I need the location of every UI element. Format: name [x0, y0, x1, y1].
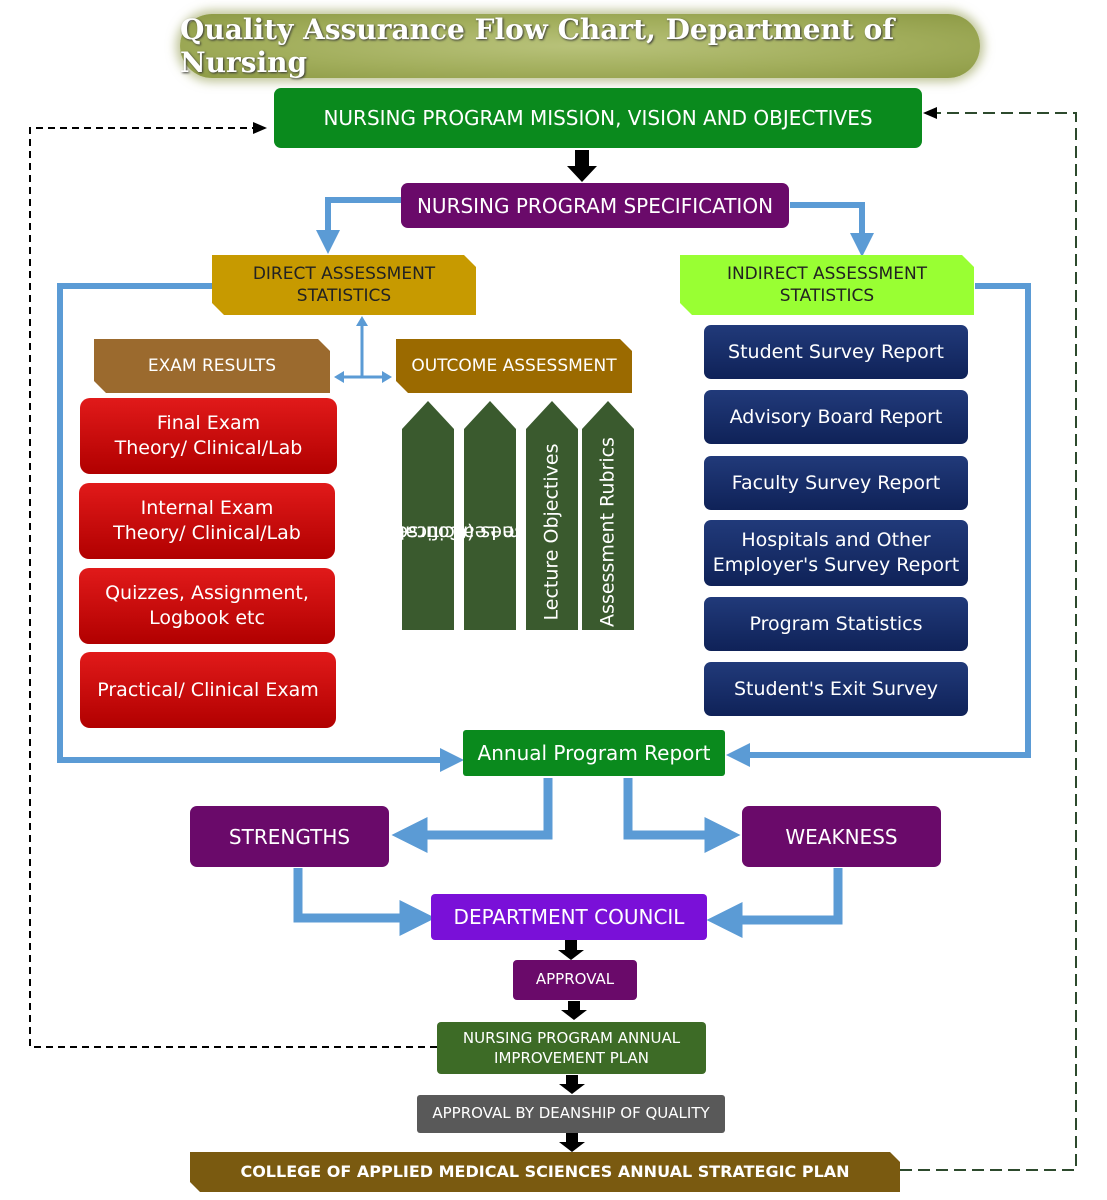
black-down-arrows [558, 150, 597, 1152]
specification-label: NURSING PROGRAM SPECIFICATION [416, 193, 774, 218]
arrow-spec-to-direct [316, 197, 401, 254]
specification-box: NURSING PROGRAM SPECIFICATION [401, 183, 789, 228]
exam-item-line2: Theory/ Clinical/Lab [114, 437, 303, 459]
dashed-loop-left [29, 122, 437, 1048]
deanship-approval-box: APPROVAL BY DEANSHIP OF QUALITY [417, 1095, 725, 1133]
outcome-col-rubrics: Assessment Rubrics [582, 401, 634, 630]
indirect-item-faculty-survey: Faculty Survey Report [704, 456, 968, 510]
indirect-item-line2: Employer's Survey Report [712, 554, 960, 576]
arrow-strengths-to-council [293, 868, 436, 936]
exam-results-box: EXAM RESULTS [94, 339, 330, 393]
improvement-plan-box: NURSING PROGRAM ANNUAL IMPROVEMENT PLAN [437, 1022, 706, 1074]
approval-label: APPROVAL [535, 970, 615, 989]
exam-item-line1: Practical/ Clinical Exam [97, 678, 319, 701]
indirect-item-advisory-board: Advisory Board Report [704, 390, 968, 444]
exam-item-line1: Final Exam [156, 412, 261, 435]
arrow-annual-to-weakness [623, 778, 741, 853]
exam-item-line1: Internal Exam [140, 497, 274, 520]
outcome-col-lecture: Lecture Objectives [526, 401, 578, 630]
outcome-assessment-box: OUTCOME ASSESSMENT [396, 339, 632, 393]
arrow-indirect-to-annual [726, 283, 1031, 767]
indirect-item-label: Faculty Survey Report [731, 471, 941, 494]
exam-item-line2: Logbook etc [149, 607, 265, 629]
indirect-item-line1: Hospitals and Other [741, 529, 931, 552]
exam-item-line1: Quizzes, Assignment, [105, 582, 309, 605]
exam-item-final: Final Exam Theory/ Clinical/Lab [80, 398, 337, 474]
arrow-spec-to-indirect [790, 202, 874, 257]
exam-item-practical: Practical/ Clinical Exam [80, 652, 336, 728]
indirect-item-label: Program Statistics [749, 612, 923, 635]
arrow-direct-to-annual [57, 283, 464, 772]
indirect-item-label: Student Survey Report [728, 340, 944, 363]
indirect-item-program-statistics: Program Statistics [704, 597, 968, 651]
strengths-label: STRENGTHS [228, 824, 351, 849]
page-title: Quality Assurance Flow Chart, Department… [180, 13, 980, 79]
weakness-box: WEAKNESS [742, 806, 941, 867]
exam-item-line2: Theory/ Clinical/Lab [113, 522, 301, 544]
outcome-assessment-label: OUTCOME ASSESSMENT [411, 355, 617, 376]
strategic-plan-box: COLLEGE OF APPLIED MEDICAL SCIENCES ANNU… [190, 1152, 900, 1192]
indirect-item-employer-survey: Hospitals and Other Employer's Survey Re… [704, 520, 968, 586]
mission-box: NURSING PROGRAM MISSION, VISION AND OBJE… [274, 88, 922, 148]
indirect-line2: STATISTICS [779, 286, 875, 306]
mission-label: NURSING PROGRAM MISSION, VISION AND OBJE… [323, 106, 873, 130]
indirect-assessment-box: INDIRECT ASSESSMENT STATISTICS [680, 255, 974, 315]
indirect-item-exit-survey: Student's Exit Survey [704, 662, 968, 716]
weakness-label: WEAKNESS [785, 824, 898, 849]
indirect-item-student-survey: Student Survey Report [704, 325, 968, 379]
direct-assessment-box: DIRECT ASSESSMENT STATISTICS [212, 255, 476, 315]
outcome-line1: Lecture Objectives [540, 443, 563, 621]
dashed-loop-right [900, 107, 1077, 1171]
direct-line1: DIRECT ASSESSMENT [252, 263, 436, 284]
improvement-line2: IMPROVEMENT PLAN [494, 1049, 649, 1067]
exam-item-internal: Internal Exam Theory/ Clinical/Lab [79, 483, 335, 559]
strengths-box: STRENGTHS [190, 806, 389, 867]
improvement-line1: NURSING PROGRAM ANNUAL [462, 1028, 681, 1047]
approval-box: APPROVAL [513, 960, 637, 1000]
arrow-annual-to-strengths [391, 778, 553, 853]
outcome-line1: Assessment Rubrics [596, 436, 619, 627]
department-council-label: DEPARTMENT COUNCIL [453, 905, 685, 929]
annual-report-label: Annual Program Report [477, 741, 711, 765]
exam-item-quizzes: Quizzes, Assignment, Logbook etc [79, 568, 335, 644]
indirect-item-label: Student's Exit Survey [733, 677, 939, 700]
arrow-weakness-to-council [706, 868, 843, 938]
department-council-box: DEPARTMENT COUNCIL [431, 894, 707, 940]
indirect-line1: INDIRECT ASSESSMENT [726, 263, 928, 284]
strategic-plan-label: COLLEGE OF APPLIED MEDICAL SCIENCES ANNU… [240, 1161, 850, 1181]
direct-line2: STATISTICS [296, 286, 392, 306]
exam-results-label: EXAM RESULTS [147, 355, 277, 376]
deanship-approval-label: APPROVAL BY DEANSHIP OF QUALITY [432, 1104, 710, 1123]
indirect-item-label: Advisory Board Report [729, 405, 943, 428]
annual-report-box: Annual Program Report [463, 730, 725, 776]
